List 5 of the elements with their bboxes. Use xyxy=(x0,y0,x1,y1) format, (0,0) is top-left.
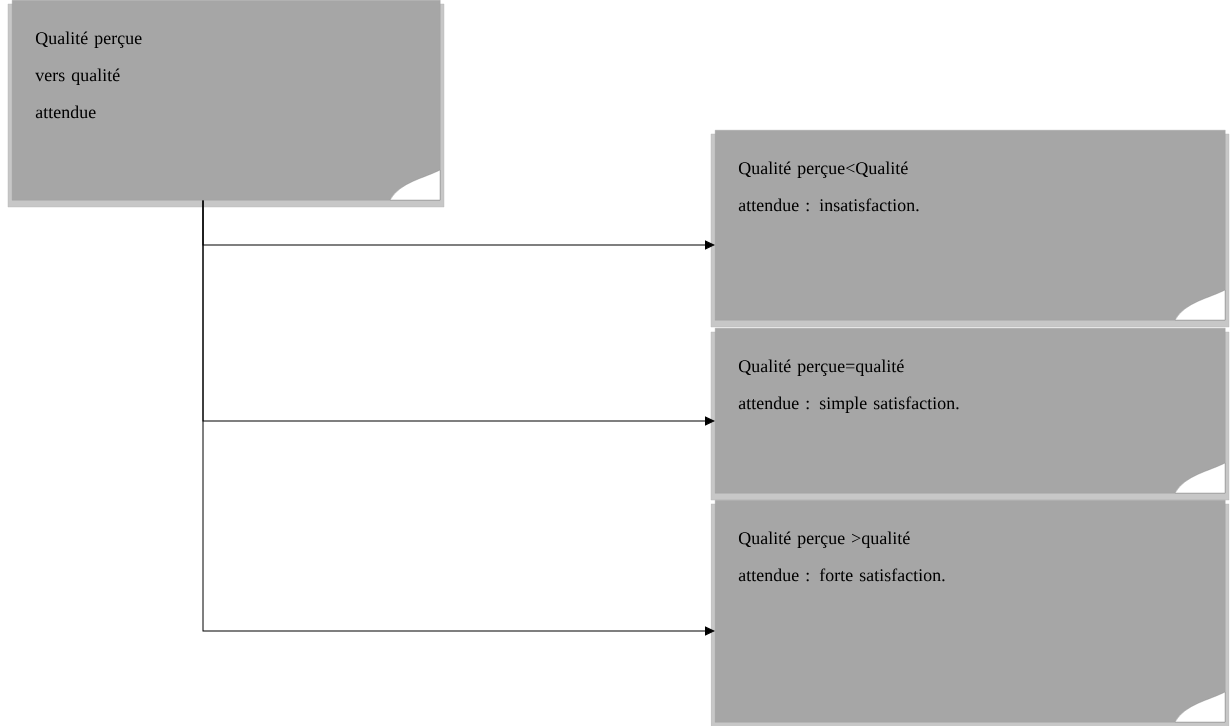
arrow xyxy=(202,199,715,636)
note-box: Qualité perçue=qualité attendue : simple satisfaction. xyxy=(710,328,1230,501)
note-box: Qualité perçue<Qualité attendue : insatisfaction. xyxy=(710,130,1230,328)
note-box: Qualité perçue vers qualité attendue xyxy=(7,0,445,208)
note-box: Qualité perçue >qualité attendue : forte satisfaction. xyxy=(710,500,1230,726)
